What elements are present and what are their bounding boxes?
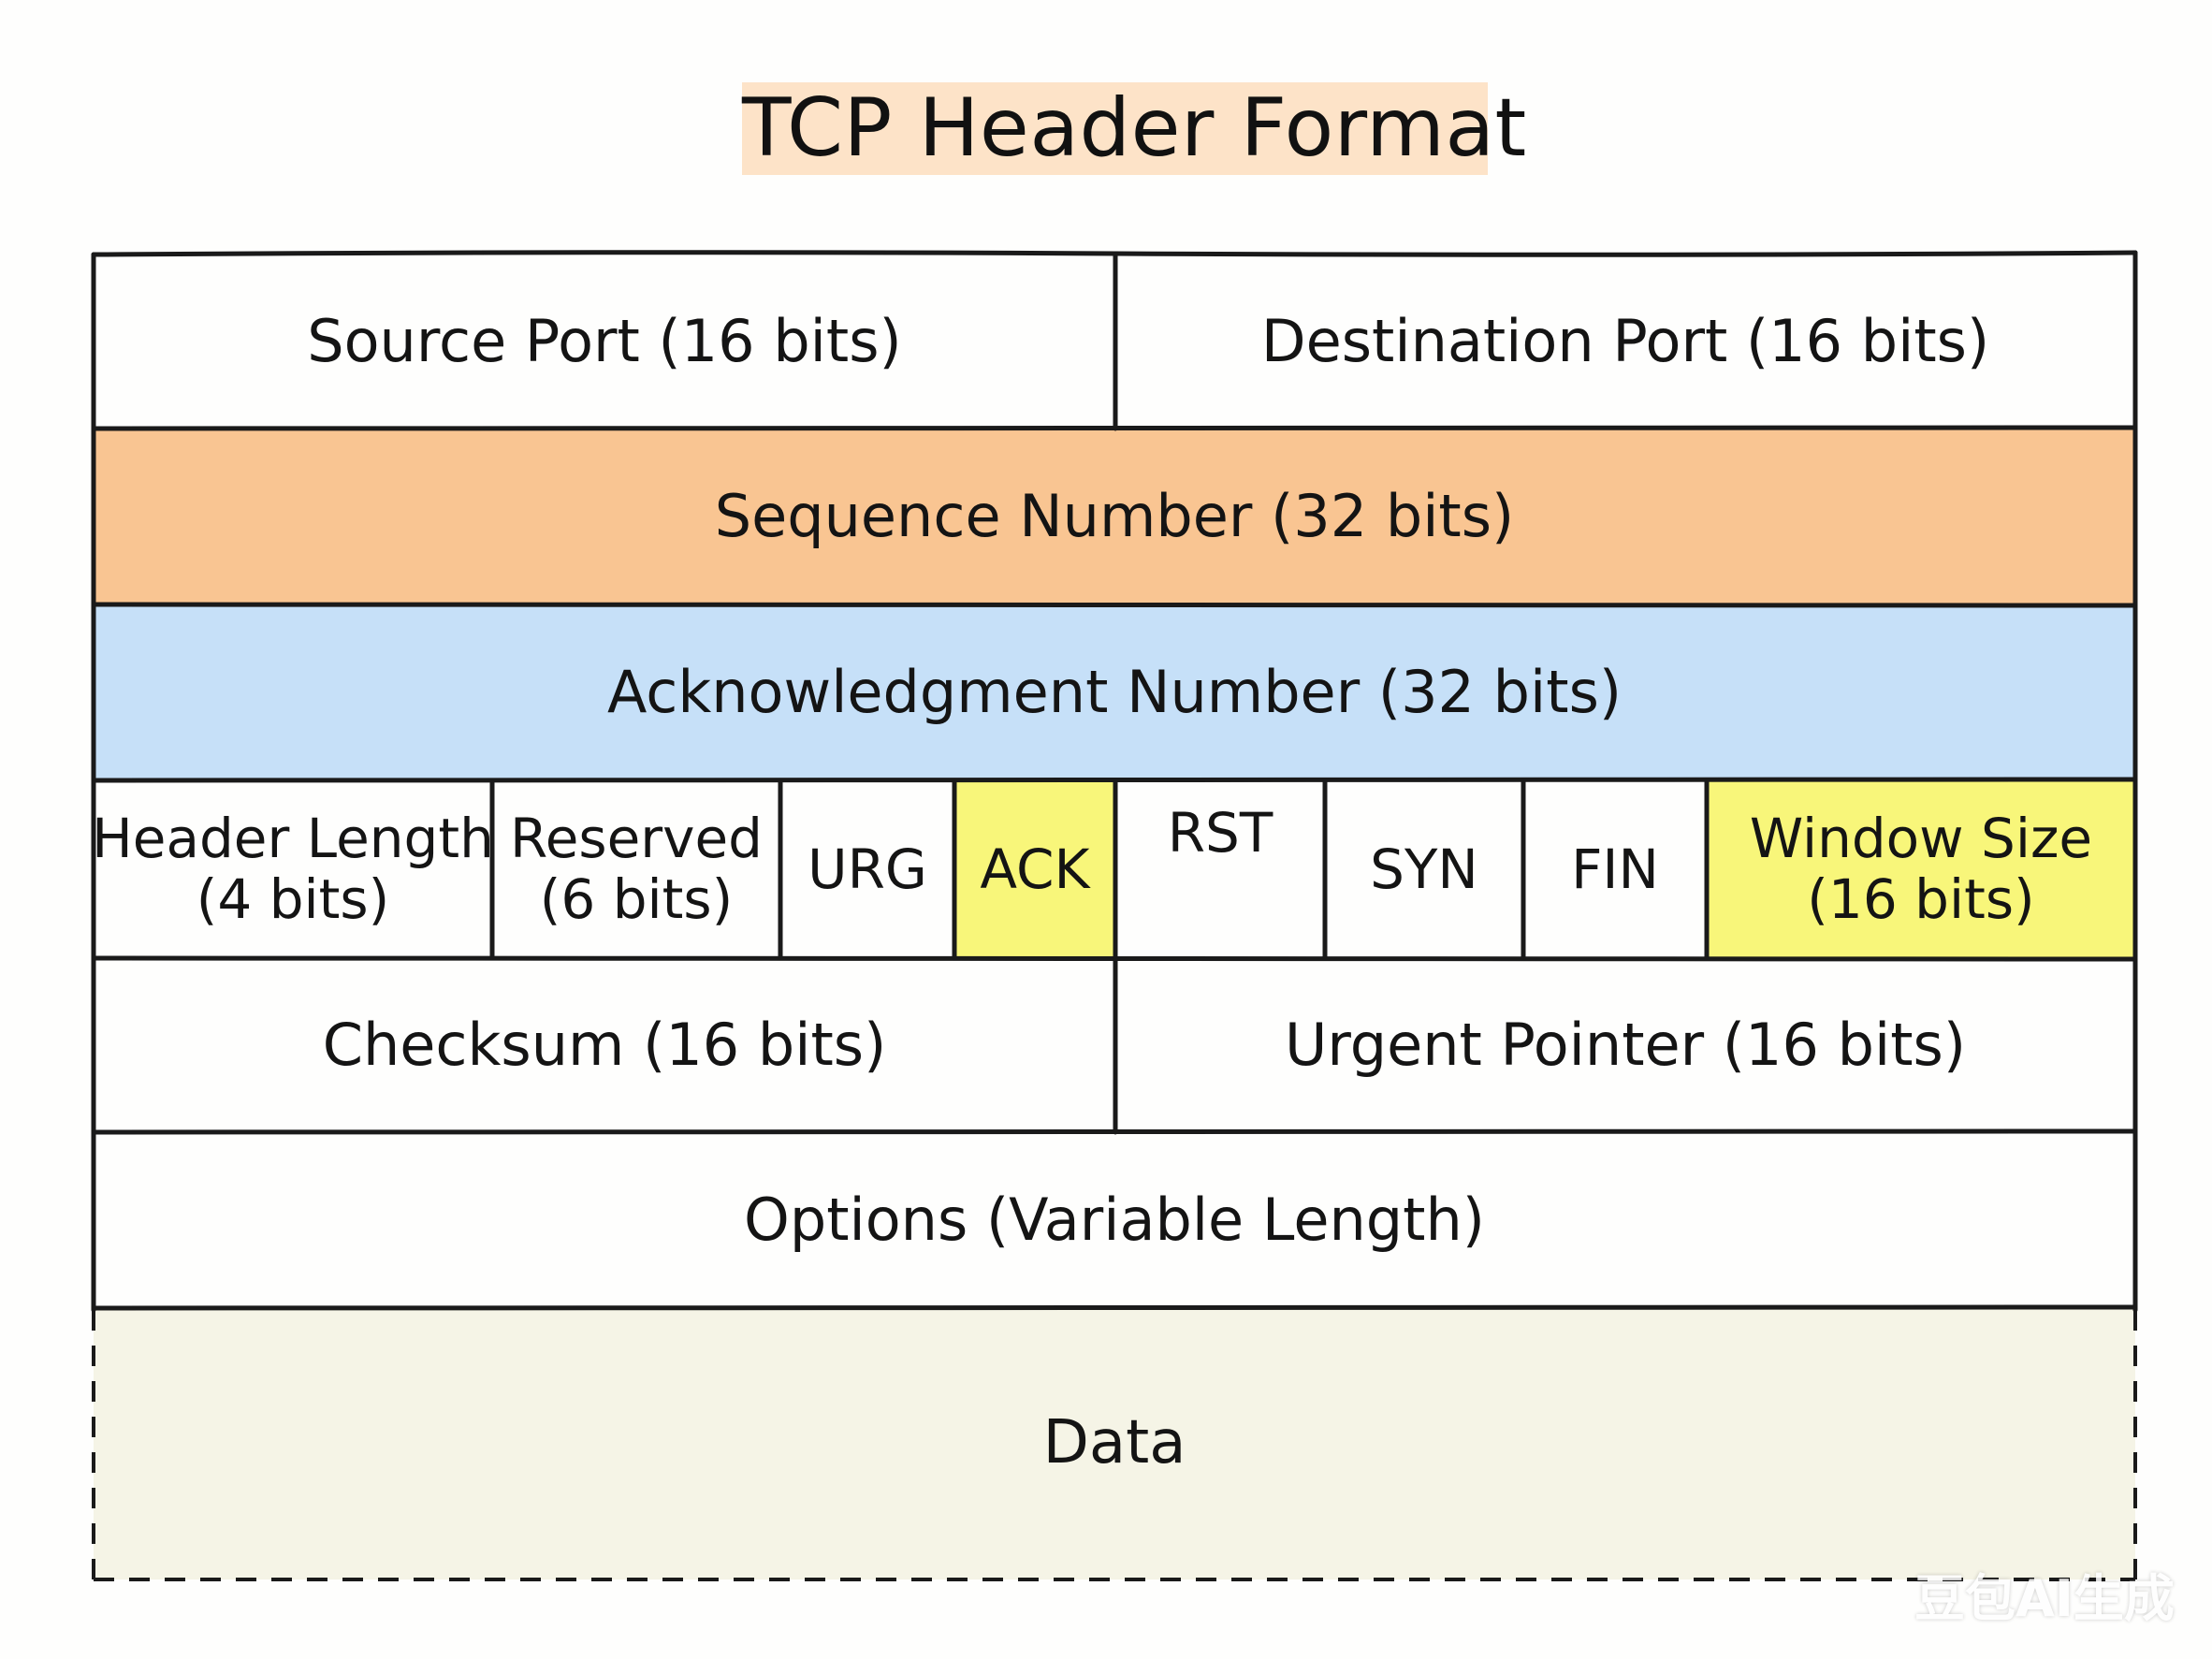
acknowledgment-number-field: Acknowledgment Number (32 bits) — [94, 604, 2135, 780]
header-length-bits: (4 bits) — [196, 867, 390, 931]
watermark-text: 豆包AI生成 — [1914, 1569, 2175, 1628]
urgent-pointer-field: Urgent Pointer (16 bits) — [1284, 1011, 1967, 1080]
reserved-label: Reserved — [510, 807, 763, 871]
header-length-label: Header Length — [92, 807, 494, 871]
destination-port-field: Destination Port (16 bits) — [1260, 307, 1990, 376]
options-field: Options (Variable Length) — [744, 1186, 1485, 1255]
window-size-label: Window Size — [1749, 807, 2093, 871]
urg-flag: URG — [808, 837, 927, 901]
fin-flag: FIN — [1571, 837, 1659, 901]
window-size-bits: (16 bits) — [1807, 867, 2035, 931]
reserved-bits: (6 bits) — [539, 867, 734, 931]
source-port-field: Source Port (16 bits) — [307, 307, 902, 376]
ack-flag: ACK — [954, 780, 1115, 958]
header-length-field: Header Length (4 bits) — [92, 780, 494, 958]
reserved-field: Reserved (6 bits) — [492, 780, 780, 958]
syn-flag: SYN — [1370, 837, 1478, 901]
data-section: Data — [94, 1308, 2135, 1579]
checksum-field: Checksum (16 bits) — [322, 1011, 887, 1080]
diagram-title: TCP Header Format — [742, 81, 1527, 175]
window-size-field: Window Size (16 bits) — [1707, 780, 2135, 958]
sequence-number-field: Sequence Number (32 bits) — [94, 429, 2135, 604]
rst-flag: RST — [1167, 801, 1273, 865]
